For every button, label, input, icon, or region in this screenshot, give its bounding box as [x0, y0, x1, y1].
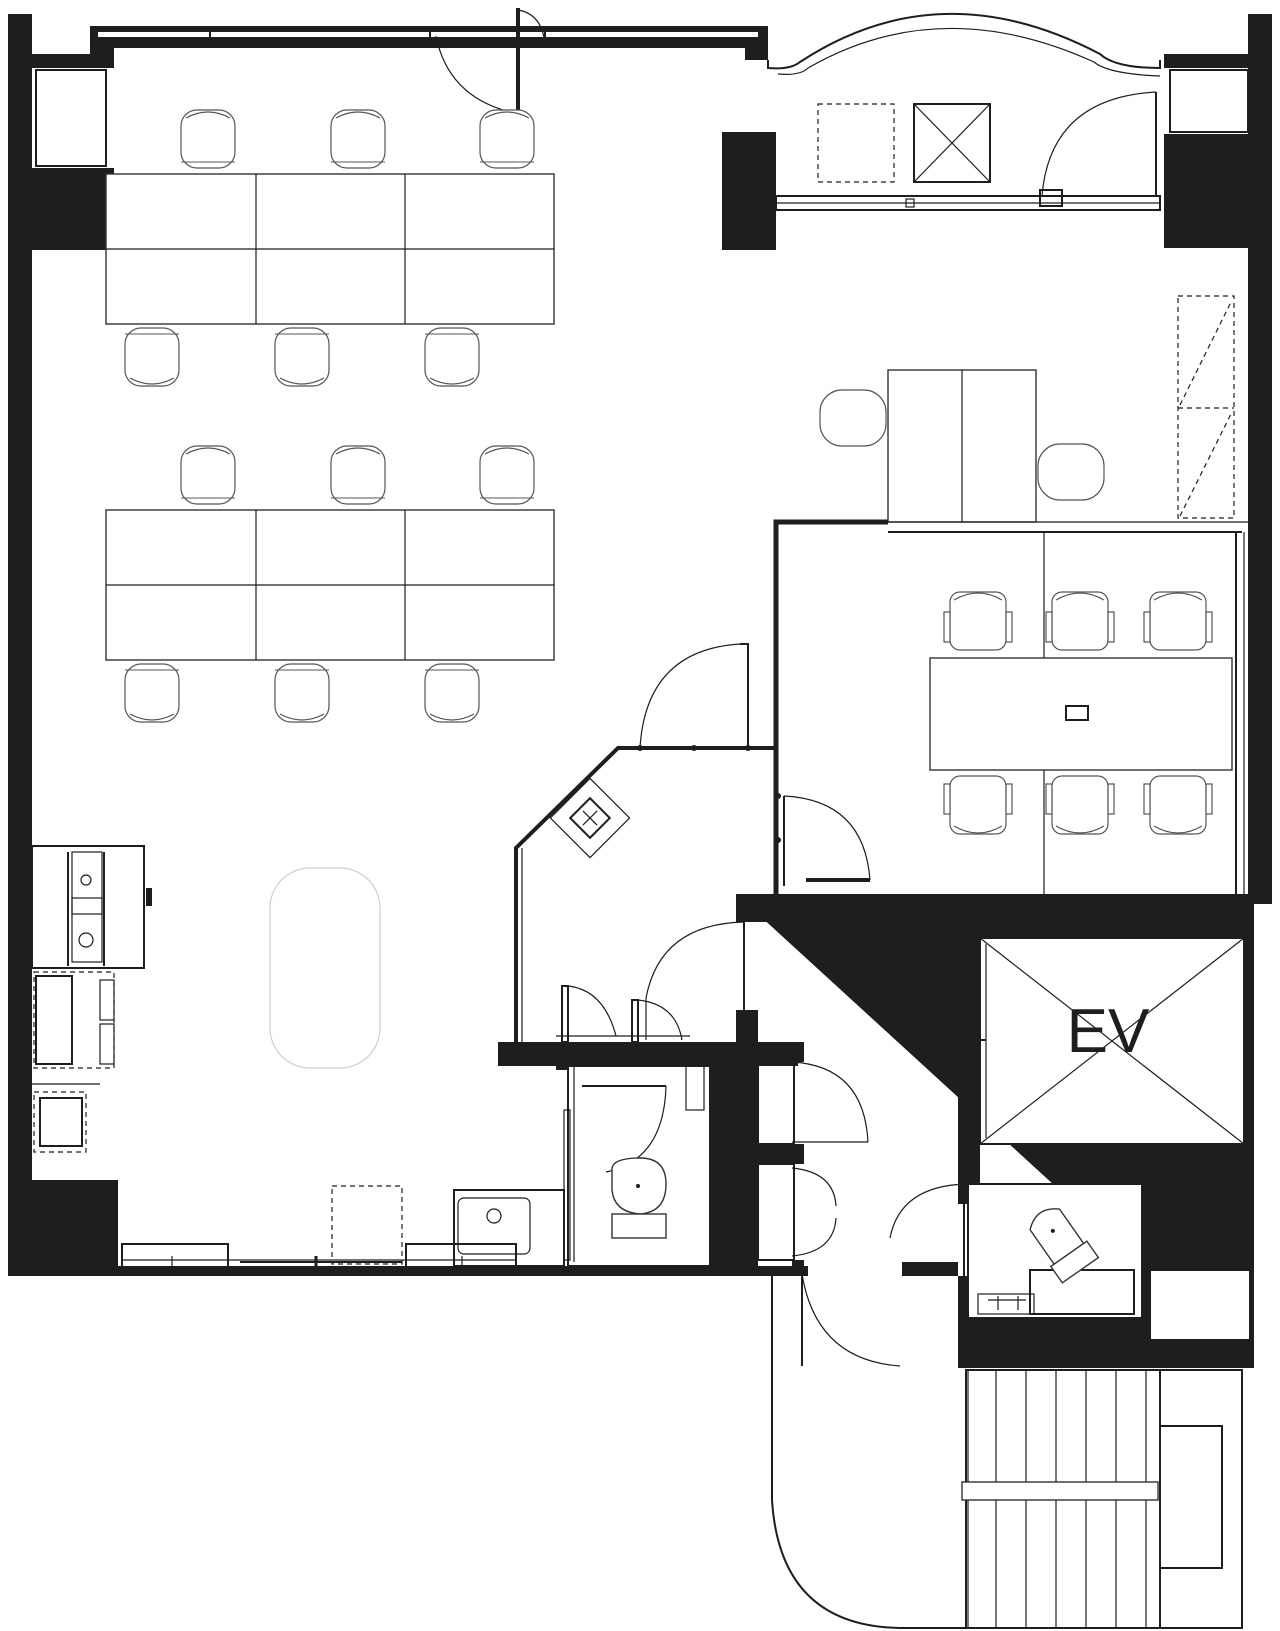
angled-room [514, 643, 776, 1042]
storage-cabinet [1177, 295, 1235, 519]
meeting-room-walls [773, 519, 1248, 894]
desk-cluster-bottom [105, 509, 555, 661]
meeting-room-door [775, 793, 871, 886]
kitchenette [31, 845, 152, 1153]
desk-cluster-top [105, 173, 555, 325]
staircase [771, 1276, 1243, 1629]
balcony [767, 12, 1161, 211]
corridor-doors [757, 1061, 967, 1367]
restroom-left [567, 1065, 711, 1267]
executive-desk [819, 369, 1105, 523]
elevator: EV [970, 937, 1245, 1145]
restroom-right [967, 1183, 1143, 1319]
hall-door [645, 905, 911, 1040]
meeting-table [929, 657, 1233, 771]
sink-counter [331, 1109, 571, 1267]
area-rug [269, 867, 381, 1069]
small-doors [556, 985, 690, 1043]
top-windows [35, 8, 1249, 167]
elevator-label: EV [1067, 997, 1150, 1066]
bottom-windows [121, 1243, 517, 1276]
